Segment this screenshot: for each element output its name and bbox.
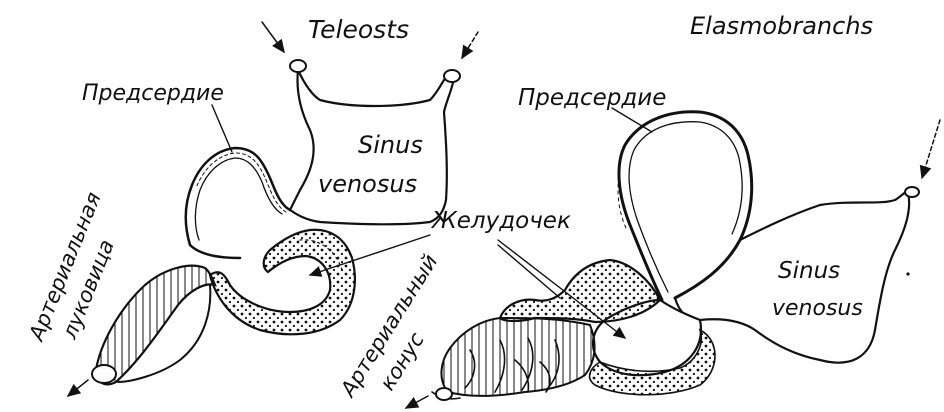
elasmobranch-atrium [619,112,752,300]
teleost-ventricle [210,230,355,335]
title-elasmobranchs: Elasmobranchs [690,12,873,40]
teleost-bulbus-arteriosus [96,266,215,385]
title-teleosts: Teleosts [308,15,409,44]
elasmobranch-conus-valves [441,318,594,396]
elasmobranch-heart [406,108,940,408]
elasmobranch-conus-arteriosus [500,260,660,322]
label-sinus-teleost-2: venosus [318,170,417,198]
label-sinus-teleost-1: Sinus [358,131,423,159]
arrow-elasmobranch-inflow [922,120,940,178]
teleost-vein-opening-right [444,70,460,82]
arrow-elasmobranch-outflow [406,396,428,408]
teleost-atrium [186,148,290,258]
label-ventricle: Желудочек [430,208,571,234]
label-sinus-elasmobranch-2: venosus [772,296,863,321]
arrow-teleost-outflow [68,380,88,396]
label-atrium-elasmobranch: Предсердие [518,85,666,111]
label-atrium-teleost: Предсердие [82,81,224,106]
pointer-conus [498,245,560,298]
arrow-teleost-inflow-right [462,32,478,58]
elasmobranch-aorta-opening [436,388,452,400]
teleost-vein-opening-left [290,60,306,72]
teleost-aorta-opening [92,365,116,383]
label-sinus-elasmobranch-1: Sinus [778,258,840,284]
elasmobranch-vein-opening [905,187,919,197]
ink-speck [906,272,909,275]
pointer-atrium-left [212,105,232,152]
arrow-teleost-inflow-left [262,22,284,52]
pointer-atrium-right [612,108,652,132]
